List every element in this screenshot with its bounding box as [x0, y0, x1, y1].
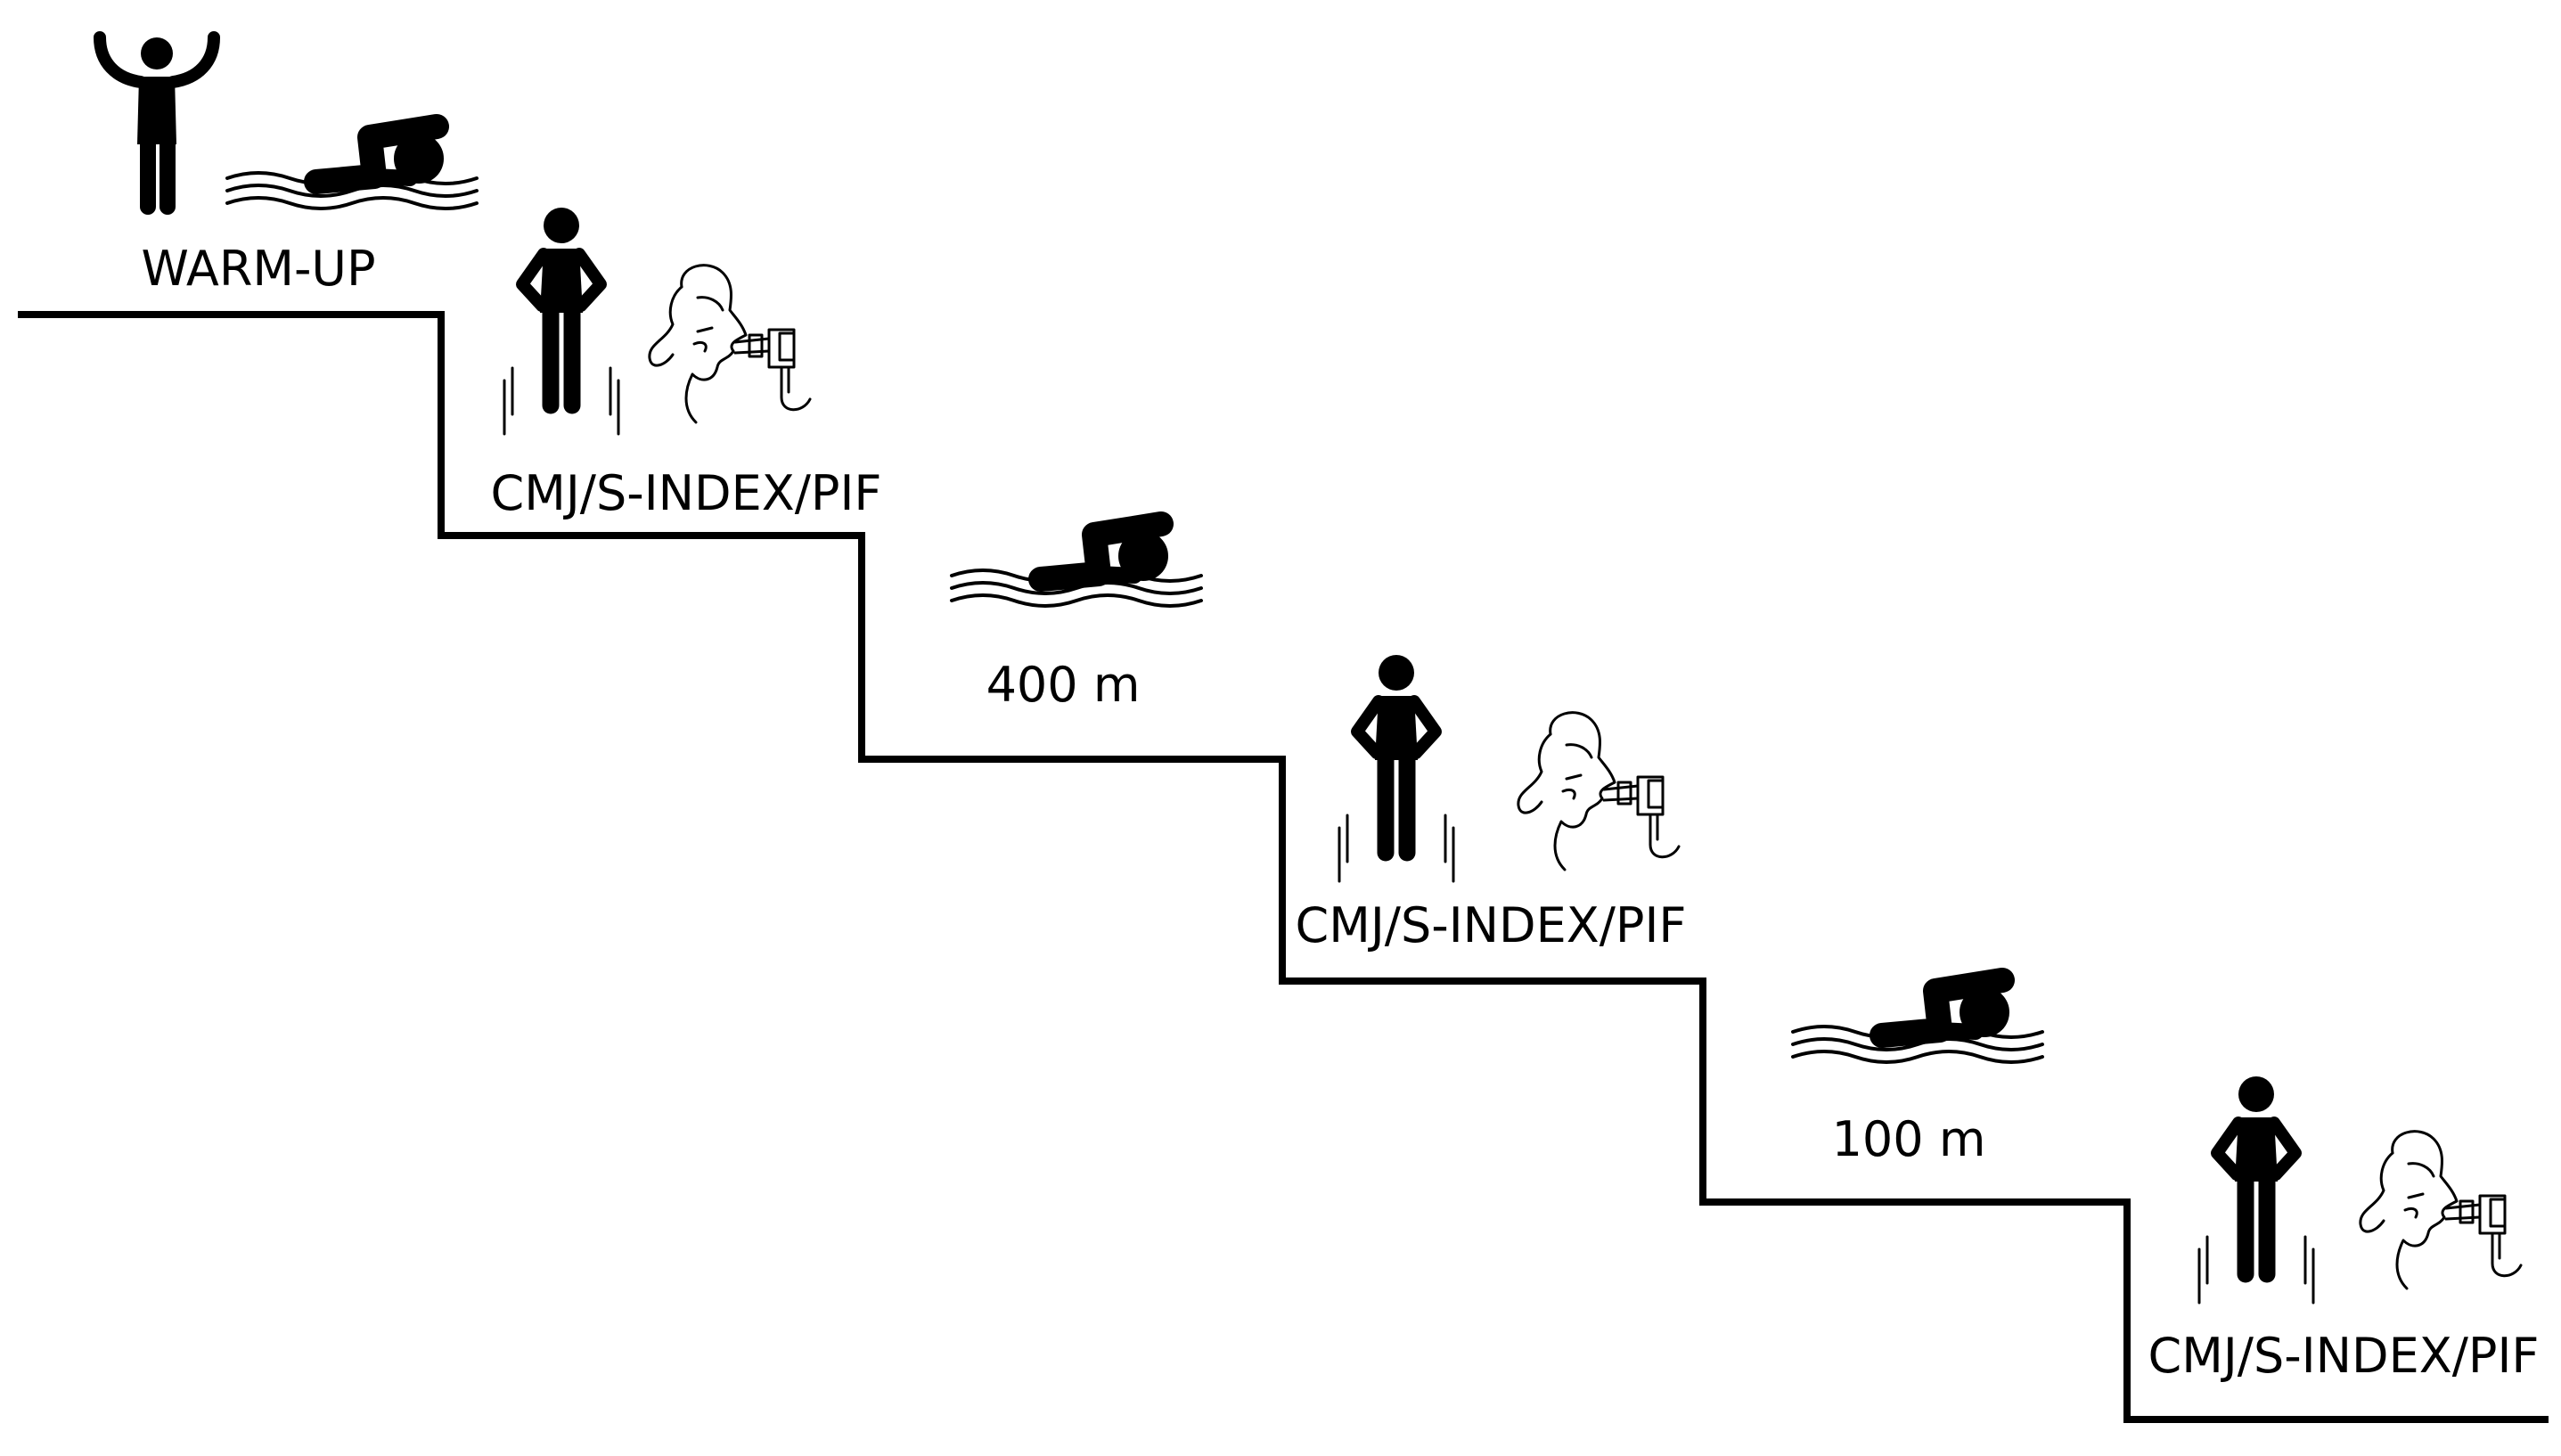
stage-test-1: CMJ/S-INDEX/PIF — [491, 208, 882, 521]
swimmer-icon — [952, 524, 1201, 606]
stage-label-warm-up: WARM-UP — [141, 241, 375, 297]
stage-label-test-2: CMJ/S-INDEX/PIF — [1296, 897, 1687, 953]
person-jump-icon — [1339, 655, 1453, 881]
swimmer-icon — [1793, 980, 2042, 1062]
swimmer-icon — [227, 127, 477, 209]
inspiratory-test-icon — [2359, 1130, 2523, 1290]
stage-warm-up: WARM-UP — [94, 31, 477, 297]
person-jump-icon — [2199, 1076, 2313, 1303]
stage-label-swim-400: 400 m — [986, 657, 1141, 713]
stage-test-2: CMJ/S-INDEX/PIF — [1296, 655, 1687, 953]
inspiratory-test-icon — [1517, 711, 1681, 871]
person-arms-up-icon — [94, 31, 220, 215]
stage-label-test-3: CMJ/S-INDEX/PIF — [2148, 1328, 2540, 1384]
stage-label-test-1: CMJ/S-INDEX/PIF — [491, 465, 882, 521]
stage-label-swim-100: 100 m — [1832, 1111, 1986, 1167]
stage-swim-400: 400 m — [952, 524, 1201, 713]
stage-swim-100: 100 m — [1793, 980, 2042, 1167]
stage-test-3: CMJ/S-INDEX/PIF — [2148, 1076, 2540, 1384]
staircase-line — [18, 311, 2549, 1423]
person-jump-icon — [504, 208, 618, 434]
inspiratory-test-icon — [648, 264, 812, 424]
